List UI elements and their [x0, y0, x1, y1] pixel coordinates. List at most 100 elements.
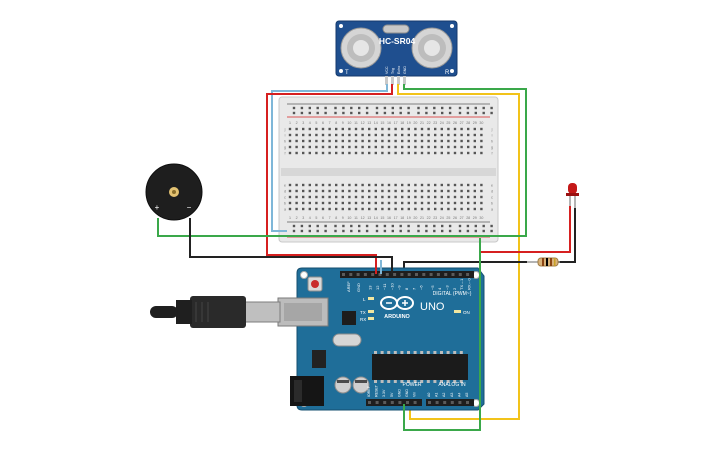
- analog-pin-label: A5: [465, 393, 469, 397]
- column-number: 21: [420, 216, 424, 220]
- column-number: 28: [466, 216, 470, 220]
- digital-pin-label: 12: [375, 285, 380, 290]
- column-number: 26: [453, 121, 457, 125]
- column-number: 6: [322, 121, 324, 125]
- atmega-chip: [372, 351, 468, 383]
- wire-buzzer-minus[interactable]: [189, 218, 393, 270]
- power-pin-label: Vin: [413, 392, 417, 397]
- digital-pin-label: 7: [411, 287, 416, 290]
- column-number: 16: [387, 216, 391, 220]
- power-pin-label: GND: [405, 389, 409, 397]
- column-number: 15: [380, 216, 384, 220]
- column-number: 8: [335, 216, 337, 220]
- row-letter: d: [284, 189, 286, 193]
- digital-header[interactable]: [340, 271, 474, 278]
- column-number: 2: [296, 121, 298, 125]
- row-letter: f: [285, 151, 286, 155]
- analog-pin-label: A3: [450, 393, 454, 397]
- column-number: 5: [315, 121, 317, 125]
- column-number: 27: [460, 216, 464, 220]
- row-letter: j: [284, 127, 286, 131]
- column-number: 18: [400, 121, 404, 125]
- digital-pin-label: TX→1: [459, 278, 464, 290]
- breadboard-holes: [288, 127, 483, 211]
- gnd-label: GND: [356, 283, 361, 292]
- column-number: 18: [400, 216, 404, 220]
- transducer-left: [340, 27, 382, 69]
- row-letter: g: [491, 145, 493, 149]
- wire-5v-to-rail[interactable]: [403, 238, 481, 431]
- column-number: 10: [347, 216, 351, 220]
- column-number: 25: [446, 121, 450, 125]
- column-number: 17: [394, 216, 398, 220]
- on-label: ON: [463, 310, 470, 315]
- sensor-pin-label: VCC: [385, 66, 389, 74]
- column-number: 12: [361, 121, 365, 125]
- column-number: 9: [342, 216, 344, 220]
- column-number: 7: [329, 216, 331, 220]
- analog-in-label: ANALOG IN: [438, 382, 466, 388]
- rx-label: RX: [360, 317, 366, 322]
- analog-pin-label: A1: [435, 393, 439, 397]
- row-letter: e: [491, 183, 493, 187]
- red-led[interactable]: [566, 183, 579, 210]
- column-number: 19: [407, 121, 411, 125]
- reset-button[interactable]: [307, 276, 323, 292]
- transducer-right: [411, 27, 453, 69]
- capacitors: [334, 376, 370, 394]
- row-letter: i: [492, 133, 493, 137]
- column-number: 25: [446, 216, 450, 220]
- wire-led-cathode[interactable]: [558, 208, 576, 263]
- buzzer-plus-label: +: [155, 203, 160, 212]
- sensor-pin-label: GND: [403, 66, 407, 74]
- digital-pwm-label: DIGITAL (PWM~): [433, 291, 472, 297]
- column-number: 20: [413, 121, 417, 125]
- digital-pin-label: RX←0: [466, 277, 471, 290]
- power-pin-label: RESET: [375, 384, 379, 397]
- power-jack: [290, 376, 324, 406]
- column-number: 3: [302, 216, 304, 220]
- column-number: 21: [420, 121, 424, 125]
- l-led-label: L: [363, 297, 366, 302]
- column-number: 14: [374, 216, 378, 220]
- wire-buzzer-plus[interactable]: [157, 218, 526, 237]
- arduino-logo: [380, 296, 414, 310]
- digital-pin-label: ~9: [397, 285, 402, 290]
- power-rail-bottom: [292, 224, 493, 233]
- column-number: 30: [479, 121, 483, 125]
- analog-header[interactable]: [426, 399, 474, 406]
- resistor[interactable]: [527, 257, 560, 267]
- voltage-regulator: [312, 350, 326, 368]
- column-number: 4: [309, 216, 311, 220]
- column-number: 4: [309, 121, 311, 125]
- power-header[interactable]: [366, 399, 422, 406]
- row-letter: c: [491, 195, 493, 199]
- power-pin-label: IOREF: [367, 385, 371, 397]
- sensor-pins: [385, 76, 406, 85]
- wire-sensor-echo[interactable]: [397, 84, 520, 420]
- column-number: 24: [440, 121, 444, 125]
- row-letter: d: [491, 189, 493, 193]
- digital-pin-label: ~3: [445, 285, 450, 290]
- sensor-mark-t: T: [345, 70, 349, 76]
- power-rail-top: [292, 106, 493, 115]
- usb-cable: [150, 296, 281, 328]
- row-letter: c: [284, 195, 286, 199]
- digital-pin-label: ~11: [382, 283, 387, 290]
- wire-resistor-to-arduino[interactable]: [403, 261, 527, 270]
- column-number: 26: [453, 216, 457, 220]
- sensor-model-label: HC-SR04: [379, 36, 416, 46]
- column-number: 24: [440, 216, 444, 220]
- piezo-buzzer[interactable]: + −: [145, 163, 203, 221]
- column-number: 29: [473, 121, 477, 125]
- column-number: 22: [427, 216, 431, 220]
- digital-pin-label: ~10: [389, 282, 394, 290]
- row-letter: h: [284, 139, 286, 143]
- wire-sensor-vcc[interactable]: [271, 84, 388, 232]
